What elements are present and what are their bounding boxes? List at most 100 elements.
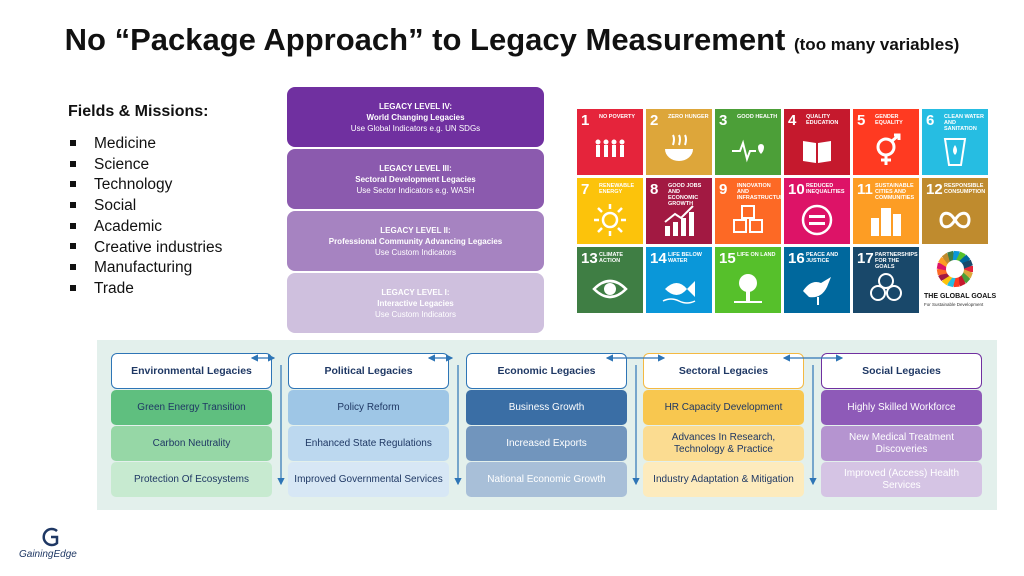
legacy-cell: Green Energy Transition: [111, 390, 272, 425]
sdg-tile-4: 4 QUALITY EDUCATION: [784, 109, 850, 175]
field-label: Science: [94, 155, 150, 173]
logo-mark-icon: [42, 527, 59, 547]
bullet-icon: [70, 160, 76, 167]
legacy-level-subtitle: World Changing Legacies: [366, 112, 465, 122]
cubes-icon: [733, 205, 763, 233]
infinity-icon: [939, 211, 971, 229]
sdg-number: 5: [857, 112, 866, 129]
field-item: Technology: [68, 175, 222, 196]
legacy-cell: Enhanced State Regulations: [288, 426, 449, 461]
legacy-cell: National Economic Growth: [466, 462, 627, 497]
book-icon: [803, 141, 831, 163]
sdg-label: CLEAN WATER AND SANITATION: [944, 114, 984, 132]
people-icon: [595, 139, 625, 157]
sdg-wheel-icon: [936, 250, 973, 288]
sdg-number: 2: [650, 112, 659, 129]
sdg-number: 3: [719, 112, 728, 129]
legacy-cell: Improved (Access) Health Services: [821, 462, 982, 497]
equal-icon: [801, 204, 833, 236]
field-label: Technology: [94, 176, 173, 194]
field-item: Medicine: [68, 134, 222, 155]
sdg-number: 16: [788, 250, 805, 267]
sdg-number: 15: [719, 250, 736, 267]
sdg-number: 11: [857, 181, 873, 198]
sdg-number: 6: [926, 112, 935, 129]
field-item: Trade: [68, 279, 222, 300]
field-item: Social: [68, 196, 222, 217]
sdg-number: 4: [788, 112, 797, 129]
field-label: Social: [94, 197, 137, 215]
sdg-label: QUALITY EDUCATION: [806, 114, 839, 126]
fields-heading: Fields & Missions:: [68, 103, 209, 120]
bullet-icon: [70, 264, 76, 271]
gender-icon: [876, 133, 901, 165]
sdg-label: INNOVATION AND INFRASTRUCTURE: [737, 183, 781, 201]
sdg-number: 12: [926, 181, 943, 198]
legacy-cell: New Medical Treatment Discoveries: [821, 426, 982, 461]
sdg-number: 9: [719, 181, 728, 198]
field-label: Medicine: [94, 135, 157, 152]
rings-icon: [870, 273, 902, 301]
dove-icon: [803, 277, 831, 305]
sun-icon: [594, 204, 626, 236]
tree-icon: [734, 274, 762, 303]
legacy-column-heading: Social Legacies: [821, 353, 982, 389]
sdg-tile-9: 9 INNOVATION AND INFRASTRUCTURE: [715, 178, 781, 244]
legacy-cell: Advances In Research, Technology & Pract…: [643, 426, 804, 461]
legacy-level-subtitle: Professional Community Advancing Legacie…: [328, 236, 503, 246]
legacy-cell: Highly Skilled Workforce: [821, 390, 982, 425]
field-item: Academic: [68, 217, 222, 238]
legacy-column-heading: Sectoral Legacies: [643, 353, 804, 389]
legacy-column-heading: Environmental Legacies: [111, 353, 272, 389]
field-label: Creative industries: [94, 238, 223, 256]
sdg-label: CLIMATE ACTION: [599, 252, 624, 264]
sdg-label: RESPONSIBLE CONSUMPTION: [944, 183, 986, 195]
sdg-label: NO POVERTY: [599, 114, 636, 120]
bullet-icon: [70, 202, 76, 209]
eye-icon: [592, 279, 628, 299]
global-goals-title: THE GLOBAL GOALS: [924, 293, 997, 300]
legacy-cell: HR Capacity Development: [643, 390, 804, 425]
legacy-column-heading: Economic Legacies: [466, 353, 627, 389]
bullet-icon: [70, 284, 76, 291]
sdg-label: LIFE BELOW WATER: [668, 252, 702, 264]
sdg-number: 10: [788, 181, 805, 198]
legacy-cell: Industry Adaptation & Mitigation: [643, 462, 804, 497]
legacy-level-heading: LEGACY LEVEL IV:: [378, 101, 453, 111]
gainingedge-logo: GainingEdge: [19, 525, 89, 565]
field-item: Creative industries: [68, 238, 222, 259]
legacy-cell: Business Growth: [466, 390, 627, 425]
field-label: Trade: [94, 279, 134, 297]
sdg-number: 8: [650, 181, 659, 198]
legacy-level-heading: LEGACY LEVEL III:: [379, 163, 452, 173]
legacy-cell: Improved Governmental Services: [288, 462, 449, 497]
bullet-icon: [70, 243, 76, 250]
bowl-icon: [665, 134, 693, 161]
legacy-level-heading: LEGACY LEVEL II:: [380, 225, 451, 235]
fish-icon: [662, 281, 696, 304]
legacy-level-heading: LEGACY LEVEL I:: [381, 287, 450, 297]
sdg-number: 7: [581, 181, 590, 198]
legacy-cell: Carbon Neutrality: [111, 426, 272, 461]
sdg-number: 13: [581, 250, 598, 267]
legacy-level-note: Use Custom Indicators: [375, 247, 456, 257]
city-icon: [871, 208, 901, 236]
sdg-label: GOOD JOBS AND ECONOMIC GROWTH: [668, 183, 702, 207]
bullet-icon: [70, 222, 76, 229]
bullet-icon: [70, 181, 76, 188]
sdg-label: SUSTAINABLE CITIES AND COMMUNITIES: [875, 183, 915, 201]
